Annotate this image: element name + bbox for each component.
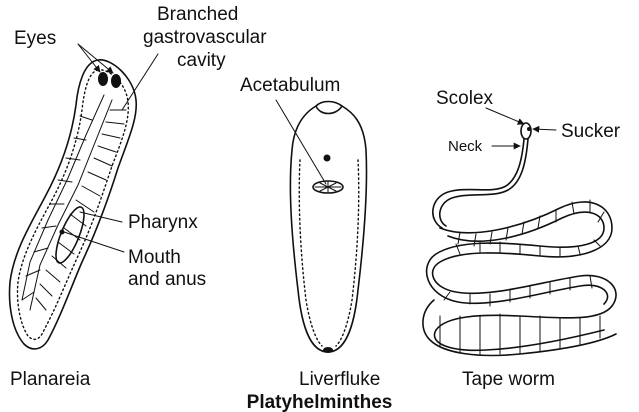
caption-planaria: Planareia [10,369,91,390]
pharynx-pointer [80,212,122,222]
label-sucker: Sucker [561,121,621,142]
planaria-gastrovascular-branches [22,95,126,310]
label-gastrovascular-line1: Branched [157,4,238,25]
label-scolex: Scolex [436,88,494,109]
tapeworm-strobila [423,200,616,355]
eyes-pointer-1 [78,44,100,72]
liverfluke-acetabulum-rays [315,182,341,193]
tapeworm-scolex [521,123,531,139]
sucker-pointer [533,129,556,130]
planaria-body-outline [10,60,137,349]
caption-liverfluke: Liverfluke [299,369,380,390]
liverfluke-oral-sucker [324,155,331,162]
label-mouth-line2: and anus [128,269,206,290]
liverfluke-figure [276,100,367,353]
liverfluke-oral-lobe [316,106,342,114]
figure-title: Platyhelminthes [247,392,393,412]
liverfluke-inner-dots-right [336,160,359,346]
planaria-eye-right-icon [111,74,121,88]
planaria-figure [10,44,158,349]
liverfluke-body-outline [290,102,366,353]
caption-tapeworm: Tape worm [462,369,555,390]
label-mouth-line1: Mouth [128,247,181,268]
scolex-pointer [486,108,524,124]
label-acetabulum: Acetabulum [240,75,340,96]
label-gastrovascular-line2: gastrovascular [143,27,267,48]
tapeworm-sucker [527,127,531,131]
eyes-pointer-2 [78,44,113,73]
planaria-eye-left-icon [98,72,108,86]
label-neck: Neck [448,138,483,155]
liverfluke-excretory-pore [323,347,333,353]
label-eyes: Eyes [14,28,56,49]
label-gastrovascular-line3: cavity [177,50,226,71]
acetabulum-pointer [276,100,326,184]
label-pharynx: Pharynx [128,212,198,233]
gastrovascular-pointer [122,54,158,110]
